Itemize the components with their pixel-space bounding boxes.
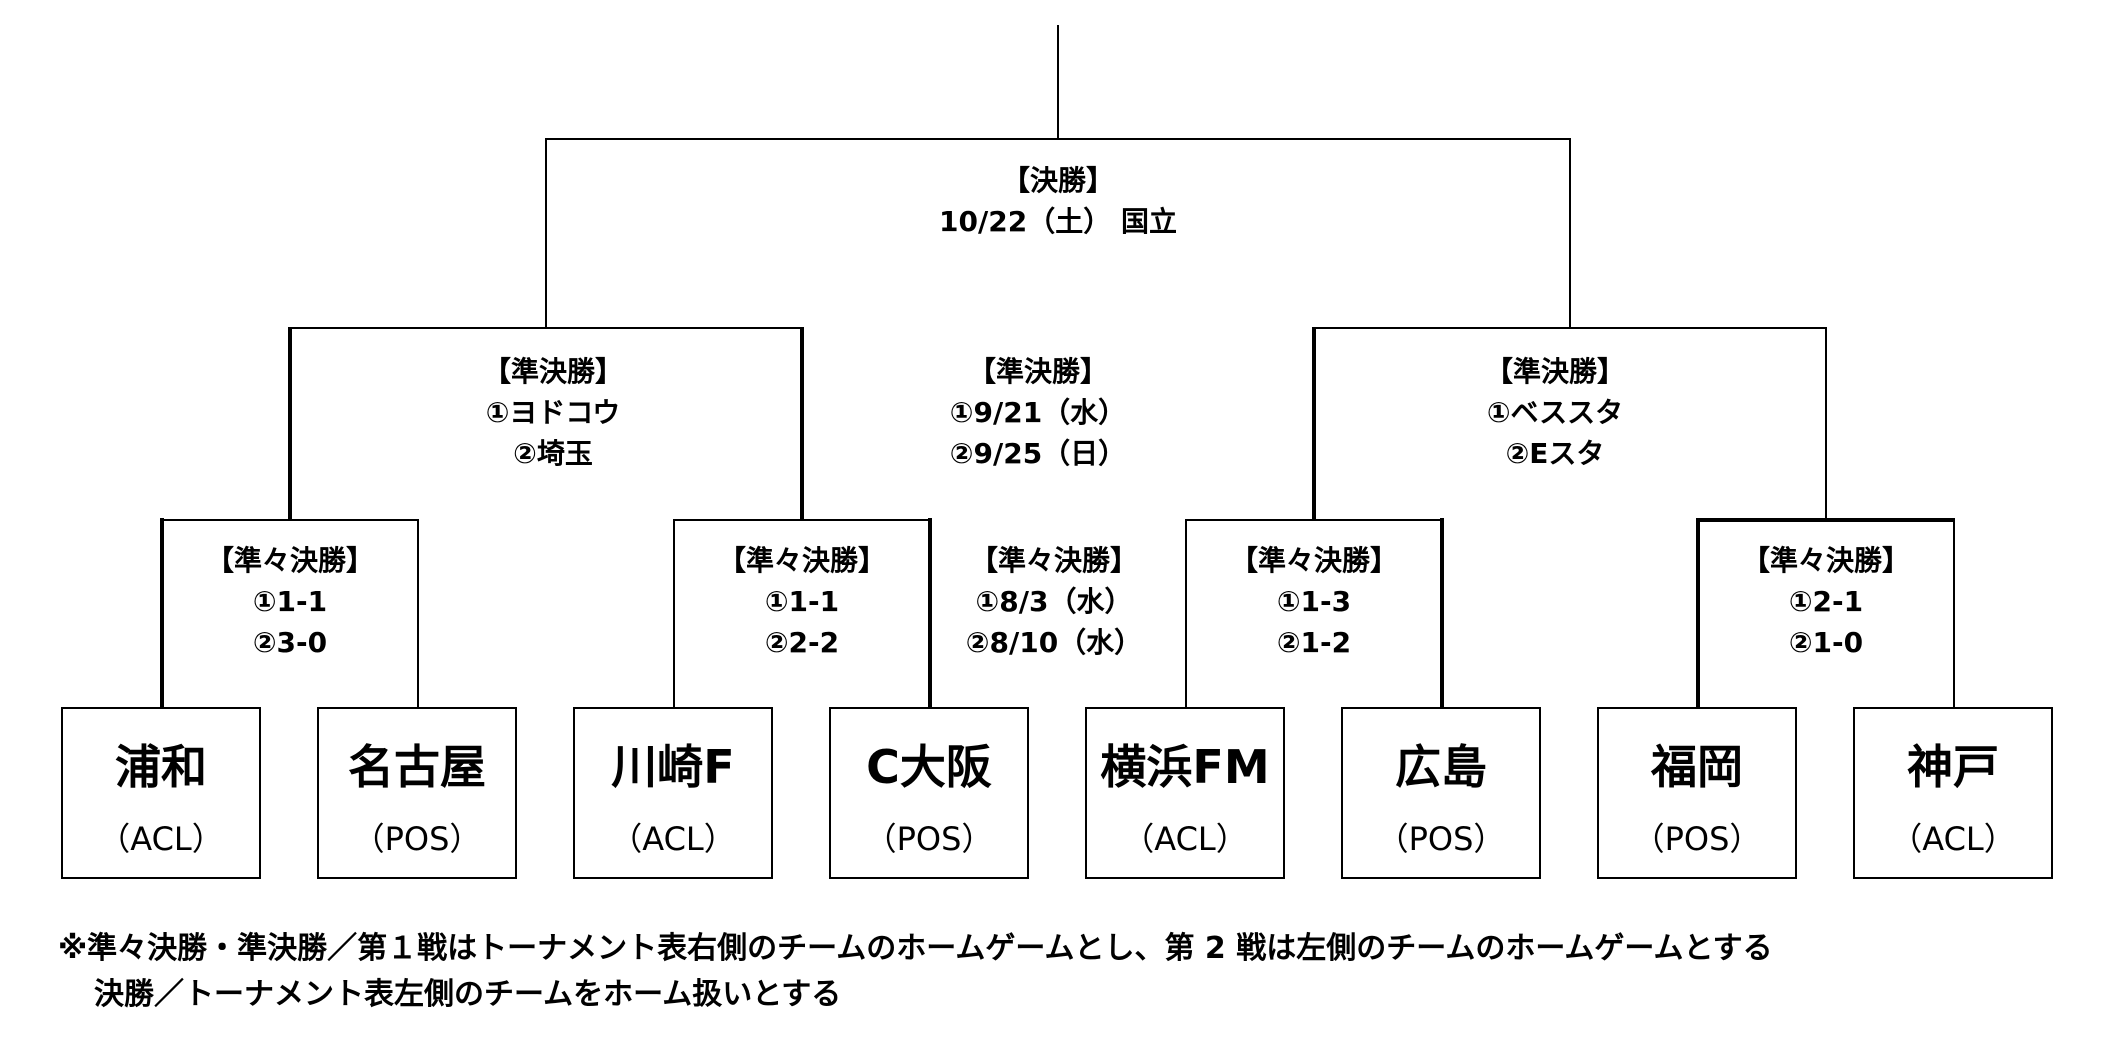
semifinal-right-label: 【準決勝】 ①ベススタ ②Eスタ — [1485, 351, 1625, 474]
semifinal-left-title: 【準決勝】 — [482, 355, 624, 388]
team-qualification: （ACL） — [1890, 820, 2016, 858]
team-box-kawasaki: 川崎F （ACL） — [573, 707, 773, 879]
quarterfinal-1-label: 【準々決勝】 ①1-1 ②3-0 — [206, 540, 374, 663]
team-box-cerezo-osaka: C大阪 （POS） — [829, 707, 1029, 879]
team-qualification: （POS） — [864, 820, 994, 858]
quarterfinal-2-score-2: ②2-2 — [764, 626, 840, 659]
semifinal-schedule-label: 【準決勝】 ①9/21（水） ②9/25（日） — [950, 351, 1126, 474]
quarterfinal-4-score-1: ①2-1 — [1788, 585, 1864, 618]
footnotes: ※準々決勝・準決勝／第１戦はトーナメント表右側のチームのホームゲームとし、第 2… — [58, 926, 1773, 1018]
semifinal-left-venue-2: ②埼玉 — [513, 437, 593, 470]
quarterfinal-1-score-2: ②3-0 — [252, 626, 328, 659]
quarterfinal-1-score-1: ①1-1 — [252, 585, 328, 618]
semifinal-right-venue-1: ①ベススタ — [1486, 396, 1624, 429]
semifinal-schedule-date-2: ②9/25（日） — [949, 437, 1127, 470]
semifinal-left-label: 【準決勝】 ①ヨドコウ ②埼玉 — [483, 351, 623, 474]
quarterfinal-4-title: 【準々決勝】 — [1741, 544, 1911, 577]
team-qualification: （ACL） — [1122, 820, 1248, 858]
team-name: 横浜FM — [1100, 740, 1270, 794]
quarterfinal-3-score-2: ②1-2 — [1276, 626, 1352, 659]
footnote-line-1: ※準々決勝・準決勝／第１戦はトーナメント表右側のチームのホームゲームとし、第 2… — [58, 931, 1773, 966]
quarterfinal-1-title: 【準々決勝】 — [205, 544, 375, 577]
final-title: 【決勝】 — [1001, 164, 1114, 197]
team-qualification: （ACL） — [98, 820, 224, 858]
semifinal-right-venue-2: ②Eスタ — [1505, 437, 1605, 470]
team-box-hiroshima: 広島 （POS） — [1341, 707, 1541, 879]
quarterfinal-3-score-1: ①1-3 — [1276, 585, 1352, 618]
quarterfinal-2-label: 【準々決勝】 ①1-1 ②2-2 — [718, 540, 886, 663]
quarterfinal-2-score-1: ①1-1 — [764, 585, 840, 618]
team-box-fukuoka: 福岡 （POS） — [1597, 707, 1797, 879]
team-name: 浦和 — [115, 740, 207, 794]
team-qualification: （POS） — [352, 820, 482, 858]
semifinal-right-title: 【準決勝】 — [1484, 355, 1626, 388]
semifinal-schedule-date-1: ①9/21（水） — [949, 396, 1127, 429]
quarterfinal-4-label: 【準々決勝】 ①2-1 ②1-0 — [1742, 540, 1910, 663]
quarterfinal-schedule-label: 【準々決勝】 ①8/3（水） ②8/10（水） — [966, 540, 1142, 663]
team-name: 名古屋 — [348, 740, 486, 794]
semifinal-schedule-title: 【準決勝】 — [967, 355, 1109, 388]
team-qualification: （POS） — [1376, 820, 1506, 858]
team-qualification: （POS） — [1632, 820, 1762, 858]
quarterfinal-schedule-date-1: ①8/3（水） — [975, 585, 1133, 618]
quarterfinal-schedule-title: 【準々決勝】 — [969, 544, 1139, 577]
quarterfinal-3-title: 【準々決勝】 — [1229, 544, 1399, 577]
team-qualification: （ACL） — [610, 820, 736, 858]
footnote-line-2: 決勝／トーナメント表左側のチームをホーム扱いとする — [94, 977, 842, 1012]
team-name: 神戸 — [1907, 740, 1999, 794]
team-box-kobe: 神戸 （ACL） — [1853, 707, 2053, 879]
quarterfinal-schedule-date-2: ②8/10（水） — [965, 626, 1143, 659]
final-label: 【決勝】 10/22（土） 国立 — [939, 160, 1177, 242]
team-box-nagoya: 名古屋 （POS） — [317, 707, 517, 879]
team-name: 福岡 — [1651, 740, 1743, 794]
quarterfinal-4-score-2: ②1-0 — [1788, 626, 1864, 659]
quarterfinal-2-title: 【準々決勝】 — [717, 544, 887, 577]
team-name: 川崎F — [611, 740, 735, 794]
team-box-yokohama-fm: 横浜FM （ACL） — [1085, 707, 1285, 879]
team-box-urawa: 浦和 （ACL） — [61, 707, 261, 879]
quarterfinal-3-label: 【準々決勝】 ①1-3 ②1-2 — [1230, 540, 1398, 663]
team-name: 広島 — [1395, 740, 1487, 794]
team-name: C大阪 — [866, 740, 992, 794]
semifinal-left-venue-1: ①ヨドコウ — [485, 396, 621, 429]
final-info: 10/22（土） 国立 — [939, 205, 1177, 238]
